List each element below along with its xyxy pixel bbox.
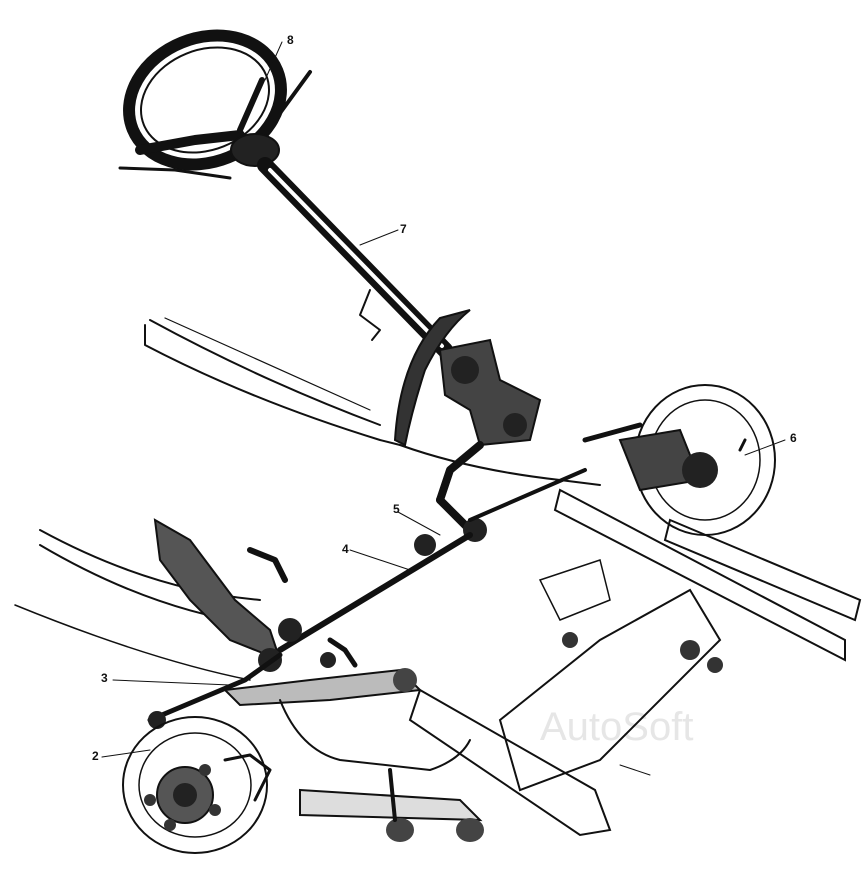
callout-6: 6 (790, 431, 797, 445)
callout-5: 5 (393, 502, 400, 516)
watermark: AutoSoft (540, 705, 693, 749)
callout-7: 7 (400, 222, 407, 236)
left-wheel-hub (122, 716, 272, 854)
pitman-arm (414, 496, 487, 556)
steering-column (257, 157, 453, 358)
leader-lines (101, 41, 786, 776)
callout-3: 3 (101, 671, 108, 685)
drag-link (277, 468, 587, 653)
front-crossmember (279, 699, 484, 842)
chassis-side-member (498, 559, 723, 792)
steering-wheel (118, 29, 312, 180)
frame-rail-right (553, 488, 862, 662)
steering-gearbox (436, 338, 542, 504)
right-wheel-hub (582, 384, 776, 536)
callout-4: 4 (342, 542, 349, 556)
callout-2: 2 (92, 749, 99, 763)
frame-rail-upper (144, 317, 601, 486)
callout-8: 8 (287, 33, 294, 47)
firewall-bracket (393, 309, 471, 447)
